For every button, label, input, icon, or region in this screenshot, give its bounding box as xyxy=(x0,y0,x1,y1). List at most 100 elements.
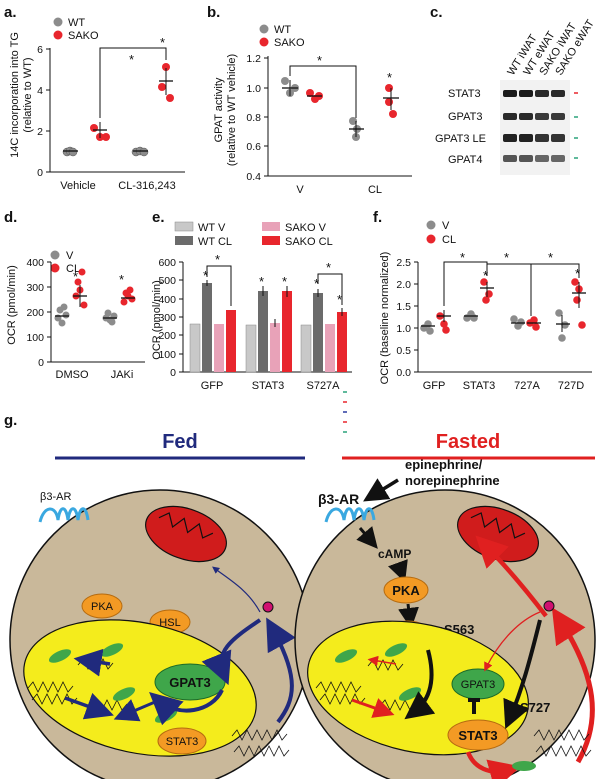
legend-marker-wt xyxy=(53,17,63,27)
fasted-title: Fasted xyxy=(436,431,500,453)
blot-band xyxy=(535,155,549,162)
significance-bracket xyxy=(289,65,357,118)
blot-band xyxy=(551,134,565,142)
y-tick-label: 0.5 xyxy=(396,345,411,357)
panel-b-ylabel-2: (relative to WT vehicle) xyxy=(226,54,238,166)
significance-star: * xyxy=(119,272,124,287)
band-label-gpat3: GPAT3 xyxy=(448,111,482,123)
blot-band xyxy=(535,134,549,142)
camp-label: cAMP xyxy=(378,547,411,561)
significance-star: * xyxy=(129,52,134,67)
legend-marker-cl xyxy=(426,234,436,244)
blot-band xyxy=(551,90,565,97)
fed-gene-product xyxy=(100,643,124,657)
x-tick-label-v: V xyxy=(296,184,304,196)
fasted-arrow xyxy=(465,751,522,779)
significance-star: * xyxy=(73,269,78,284)
fed-fatty-acid xyxy=(231,729,288,741)
y-tick-label: 100 xyxy=(26,332,44,344)
y-tick-label: 500 xyxy=(158,275,176,287)
y-ticks: 0 100 200 300 400 500 600 xyxy=(158,257,183,379)
x-tick-label-dmso: DMSO xyxy=(56,369,89,381)
y-tick-label: 6 xyxy=(37,44,43,56)
y-ticks: 0 2 4 6 xyxy=(37,44,50,179)
y-tick-label: 1.0 xyxy=(396,323,411,335)
hormone-arrow xyxy=(363,478,399,502)
fasted-exported-product xyxy=(512,761,536,771)
panel-d: d. OCR (pmol/min) V CL 0 100 200 300 400… xyxy=(4,209,145,381)
significance-star: * xyxy=(575,266,580,281)
x-tick-label-s727a: S727A xyxy=(306,380,340,392)
bar-sako-cl-stat3 xyxy=(282,291,292,372)
legend-swatch-sako-cl xyxy=(262,236,280,245)
significance-star: * xyxy=(548,250,553,265)
data-point-wt-cl xyxy=(349,117,357,125)
y-tick-label: 1.5 xyxy=(396,301,411,313)
legend-swatch-wt-cl xyxy=(175,236,193,245)
significance-star: * xyxy=(504,250,509,265)
panel-e-label: e. xyxy=(152,209,165,226)
bars xyxy=(189,283,347,373)
fed-receptor-icon xyxy=(38,507,90,523)
panel-b-ylabel-1: GPAT activity xyxy=(213,77,225,142)
significance-star: * xyxy=(483,268,488,283)
color-ticks xyxy=(343,391,347,433)
legend-label-wt-v: WT V xyxy=(198,222,226,234)
legend-marker-cl xyxy=(50,263,60,273)
fasted-arrow xyxy=(367,655,397,667)
blot-band xyxy=(551,113,565,120)
y-tick-label: 0.6 xyxy=(246,141,261,153)
blot-band xyxy=(519,134,533,142)
panel-f: f. OCR (baseline normalized) V CL 0.0 0.… xyxy=(373,209,592,392)
epinephrine-label: epinephrine/ xyxy=(405,457,483,472)
legend-label-sako: SAKO xyxy=(68,30,99,42)
fed-pka-node xyxy=(81,593,123,619)
bar-wt-cl-stat3 xyxy=(258,291,268,372)
y-tick-label: 300 xyxy=(26,282,44,294)
x-tick-label-cl: CL-316,243 xyxy=(118,180,176,192)
data-points-v-727a xyxy=(510,315,525,330)
panel-c-label: c. xyxy=(430,4,443,21)
fed-gpat3-label: GPAT3 xyxy=(169,675,210,690)
significance-star: * xyxy=(203,268,208,283)
y-ticks: 0.0 0.5 1.0 1.5 2.0 2.5 xyxy=(396,257,418,379)
significance-star: * xyxy=(460,250,465,265)
significance-star: * xyxy=(337,292,342,307)
data-point-sako-cl xyxy=(385,84,393,92)
y-tick-label: 0 xyxy=(37,167,43,179)
data-point-sako-cl xyxy=(389,110,397,118)
data-point-sako-v xyxy=(306,89,314,97)
significance-bracket xyxy=(443,261,488,306)
data-points-cl-stat3 xyxy=(480,278,493,304)
panel-e: e. WT V WT CL SAKO V SAKO CL OCR (pmol/m… xyxy=(151,209,352,433)
y-tick-label: 1.0 xyxy=(246,83,261,95)
panel-b-label: b. xyxy=(207,4,220,21)
fed-gene-product xyxy=(112,687,136,701)
legend-label-wt: WT xyxy=(68,17,85,29)
y-tick-label: 1.2 xyxy=(246,53,261,65)
signal-arrow xyxy=(398,603,419,629)
fed-arrow xyxy=(73,648,111,677)
y-ticks: 0 100 200 300 400 xyxy=(26,257,51,369)
panel-d-label: d. xyxy=(4,209,17,226)
fasted-fatty-acid xyxy=(535,745,592,757)
significance-bracket xyxy=(530,263,580,316)
significance-bracket xyxy=(206,265,232,306)
fasted-receptor-icon xyxy=(324,507,376,523)
blot-band xyxy=(503,113,517,120)
data-point-sako-cl xyxy=(385,98,393,106)
fed-b3ar-label: β3-AR xyxy=(40,491,71,503)
panel-f-ylabel: OCR (baseline normalized) xyxy=(379,252,391,385)
x-tick-label-cl: CL xyxy=(368,184,382,196)
fasted-fatty-acid xyxy=(533,729,590,741)
significance-bracket xyxy=(99,47,167,118)
y-ticks: 0.4 0.6 0.8 1.0 1.2 xyxy=(246,53,268,183)
bar-wt-v-s727a xyxy=(300,324,312,373)
fasted-stat3-label: STAT3 xyxy=(458,728,497,743)
panel-d-ylabel: OCR (pmol/min) xyxy=(6,265,18,344)
y-tick-label: 0 xyxy=(38,357,44,369)
fed-arrow xyxy=(201,618,262,686)
bar-wt-cl-gfp xyxy=(202,283,212,372)
y-tick-label: 2.0 xyxy=(396,279,411,291)
blot-band xyxy=(519,155,533,162)
